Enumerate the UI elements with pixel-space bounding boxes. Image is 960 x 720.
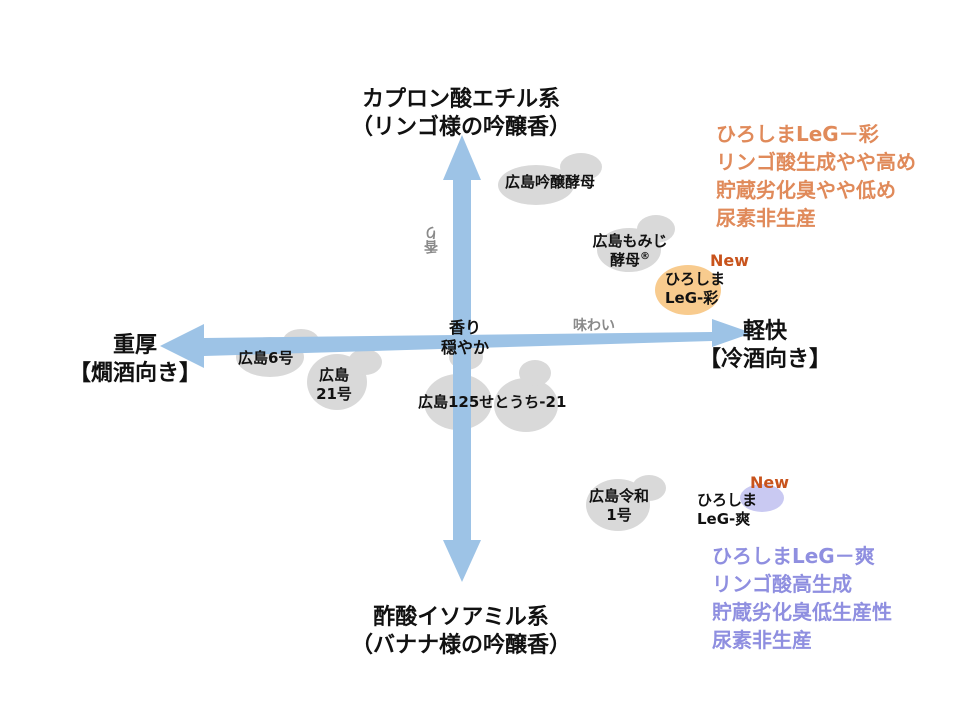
yeast-aya-line1: ひろしま [665, 270, 726, 288]
axis-right-line2: 【冷酒向き】 [698, 346, 831, 372]
horizontal-axis-small-label: 味わい [573, 318, 615, 334]
horizontal-axis-arrow [160, 319, 752, 368]
yeast-label-ginjo: 広島吟醸酵母 [505, 173, 596, 191]
description-sou-line: 貯蔵劣化臭低生産性 [712, 600, 892, 624]
axis-top-line2: （リンゴ様の吟醸香） [350, 114, 571, 140]
yeast-reiwa-line1: 広島令和 [588, 487, 649, 505]
yeast-label-aya: ひろしま LeG-彩 [665, 270, 725, 308]
yeast-momiji-line2-text: 酵母 [609, 250, 640, 269]
yeast-sou-line2: LeG-爽 [697, 509, 751, 528]
description-sou: ひろしまLeG－爽 リンゴ酸高生成 貯蔵劣化臭低生産性 尿素非生産 [712, 542, 892, 654]
yeast-label-no6: 広島6号 [238, 349, 294, 367]
description-sou-line: リンゴ酸高生成 [712, 572, 852, 596]
description-aya-line: 尿素非生産 [716, 206, 816, 230]
axis-bottom-line2: （バナナ様の吟醸香） [350, 632, 571, 658]
axis-right-line1: 軽快 [742, 319, 787, 344]
yeast-blob-setouchi [424, 344, 558, 432]
new-tag-sou: New [750, 473, 790, 492]
registered-mark: ® [640, 250, 650, 262]
yeast-sou-line1: ひろしま [697, 491, 758, 509]
axis-right-label: 軽快 【冷酒向き】 [690, 318, 840, 373]
axis-bottom-label: 酢酸イソアミル系 （バナナ様の吟醸香） [330, 604, 592, 659]
yeast-blob-aya [655, 265, 721, 315]
center-line1: 香り [448, 318, 481, 337]
yeast-momiji-line2: 酵母® [580, 251, 680, 270]
yeast-blob-momiji [597, 215, 675, 272]
vertical-axis-arrow [443, 135, 481, 582]
yeast-blob-sou [740, 484, 784, 512]
description-sou-line: ひろしまLeG－爽 [712, 544, 875, 568]
yeast-label-sou: ひろしま LeG-爽 [697, 491, 757, 529]
vertical-axis-small-label: 香り [424, 226, 440, 254]
description-aya-line: 貯蔵劣化臭やや低め [716, 178, 896, 202]
yeast-aya-line2: LeG-彩 [665, 288, 719, 307]
description-aya-line: ひろしまLeG－彩 [716, 122, 879, 146]
axis-left-line2: 【燗酒向き】 [68, 360, 201, 386]
yeast-label-no21: 広島 21号 [307, 366, 361, 404]
yeast-label-reiwa: 広島令和 1号 [574, 487, 664, 525]
yeast-reiwa-line2: 1号 [606, 505, 632, 524]
axis-top-line1: カプロン酸エチル系 [361, 87, 560, 112]
yeast-momiji-line1: 広島もみじ [592, 232, 668, 250]
yeast-label-momiji: 広島もみじ 酵母® [580, 232, 680, 270]
axis-left-label: 重厚 【燗酒向き】 [60, 332, 210, 387]
new-tag-aya: New [710, 251, 750, 270]
description-aya: ひろしまLeG－彩 リンゴ酸生成やや高め 貯蔵劣化臭やや低め 尿素非生産 [716, 120, 916, 232]
center-label: 香り 穏やか [420, 318, 510, 358]
description-aya-line: リンゴ酸生成やや高め [716, 150, 916, 174]
yeast-blob-no21 [307, 349, 382, 410]
yeast-blob-ginjo [498, 153, 602, 205]
center-line2: 穏やか [440, 338, 489, 357]
yeast-no21-line1: 広島 [318, 366, 349, 384]
yeast-label-setouchi: 広島125せとうち-21 [418, 393, 567, 411]
axis-left-line1: 重厚 [112, 333, 157, 358]
description-sou-line: 尿素非生産 [712, 628, 812, 652]
yeast-blob-reiwa [586, 475, 666, 531]
axis-top-label: カプロン酸エチル系 （リンゴ様の吟醸香） [330, 86, 592, 141]
yeast-no21-line2: 21号 [316, 384, 352, 403]
axis-bottom-line1: 酢酸イソアミル系 [373, 605, 549, 630]
